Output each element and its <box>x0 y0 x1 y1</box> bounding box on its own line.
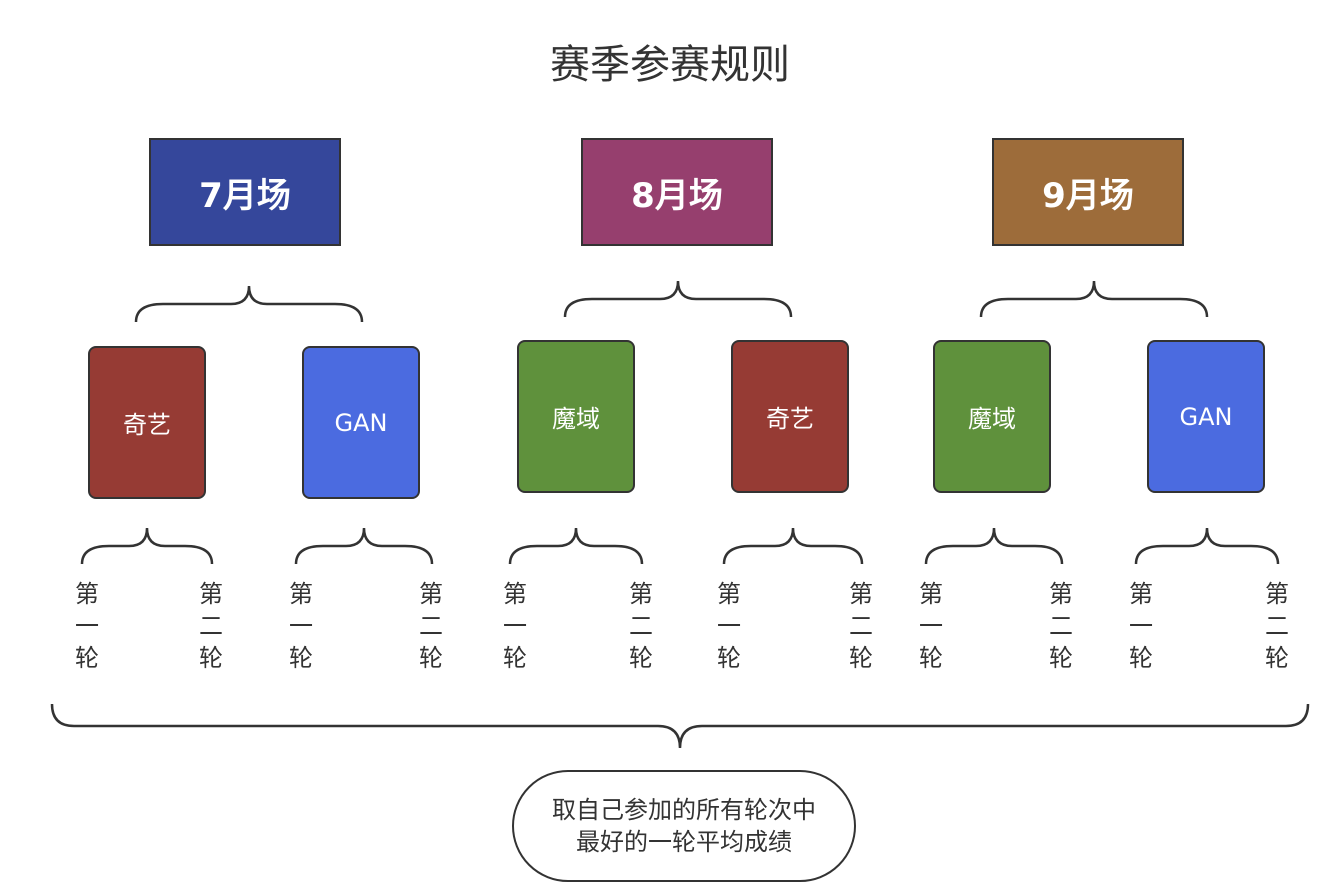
month-brace-2 <box>563 280 793 318</box>
round-label-4-2: 第二轮 <box>849 580 873 672</box>
round-label-3-2: 第二轮 <box>629 580 653 672</box>
month-box-2: 8月场 <box>581 138 773 246</box>
team-brace-6 <box>1134 527 1280 565</box>
team-brace-2 <box>294 527 434 565</box>
team-brace-1 <box>80 527 214 565</box>
month-brace-3 <box>979 280 1209 318</box>
team-brace-4 <box>722 527 864 565</box>
round-label-5-2: 第二轮 <box>1049 580 1073 672</box>
team-box-3-2: GAN <box>1147 340 1265 493</box>
team-brace-3 <box>508 527 644 565</box>
round-label-2-2: 第二轮 <box>419 580 443 672</box>
month-box-3: 9月场 <box>992 138 1184 246</box>
round-label-1-2: 第二轮 <box>199 580 223 672</box>
month-brace-1 <box>134 285 364 323</box>
round-label-6-2: 第二轮 <box>1265 580 1289 672</box>
round-label-4-1: 第一轮 <box>717 580 741 672</box>
team-box-2-2: 奇艺 <box>731 340 849 493</box>
round-label-6-1: 第一轮 <box>1129 580 1153 672</box>
round-label-2-1: 第一轮 <box>289 580 313 672</box>
team-box-2-1: 魔域 <box>517 340 635 493</box>
diagram-title: 赛季参赛规则 <box>550 42 790 88</box>
rule-note: 取自己参加的所有轮次中 最好的一轮平均成绩 <box>512 770 856 882</box>
team-box-3-1: 魔域 <box>933 340 1051 493</box>
summary-brace <box>50 703 1310 749</box>
rule-note-line2: 最好的一轮平均成绩 <box>576 828 792 856</box>
round-label-3-1: 第一轮 <box>503 580 527 672</box>
team-box-1-2: GAN <box>302 346 420 499</box>
round-label-1-1: 第一轮 <box>75 580 99 672</box>
team-brace-5 <box>924 527 1064 565</box>
team-box-1-1: 奇艺 <box>88 346 206 499</box>
rule-note-line1: 取自己参加的所有轮次中 <box>552 796 816 824</box>
round-label-5-1: 第一轮 <box>919 580 943 672</box>
month-box-1: 7月场 <box>149 138 341 246</box>
